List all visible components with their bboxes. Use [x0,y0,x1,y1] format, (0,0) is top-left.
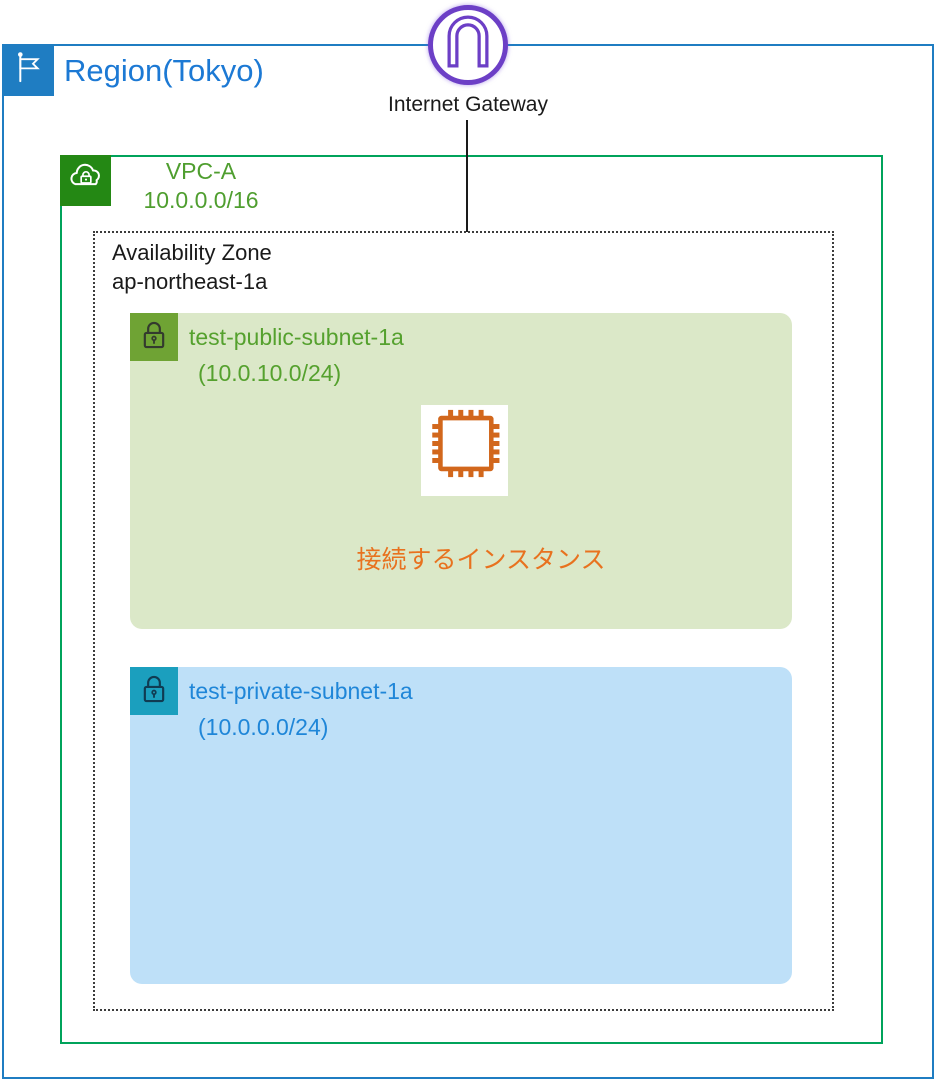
lock-icon [134,315,174,360]
availability-zone-border [93,231,834,1011]
public-subnet-cidr: (10.0.10.0/24) [198,360,342,386]
internet-gateway-label: Internet Gateway [388,93,548,116]
vpc-name: VPC-A [165,158,237,184]
ec2-chip-icon [425,407,504,495]
private-subnet-label: test-private-subnet-1a (10.0.0.0/24) [189,673,413,745]
availability-zone-label: Availability Zone ap-northeast-1a [112,238,272,296]
region-badge [2,44,54,96]
ec2-instance-label: 接続するインスタンス [356,546,606,574]
vpc-border [60,155,883,1044]
region-label: Region(Tokyo) [64,53,264,88]
private-subnet-name: test-private-subnet-1a [189,678,413,704]
public-subnet-label: test-public-subnet-1a (10.0.10.0/24) [189,319,404,391]
private-subnet-box [130,667,792,984]
cloud-lock-icon [64,156,108,205]
igw-connector-line [466,120,468,232]
public-subnet-name: test-public-subnet-1a [189,324,404,350]
private-subnet-badge [130,667,178,715]
ec2-instance [421,405,508,496]
private-subnet-cidr: (10.0.0.0/24) [198,714,329,740]
availability-zone-title: Availability Zone [112,240,272,265]
flag-icon [8,48,48,93]
internet-gateway-icon [422,0,514,92]
lock-icon [134,669,174,714]
vpc-cidr: 10.0.0.0/16 [143,187,259,213]
availability-zone-name: ap-northeast-1a [112,269,268,294]
public-subnet-badge [130,313,178,361]
vpc-badge [60,155,111,206]
vpc-label: VPC-A 10.0.0.0/16 [111,157,291,215]
